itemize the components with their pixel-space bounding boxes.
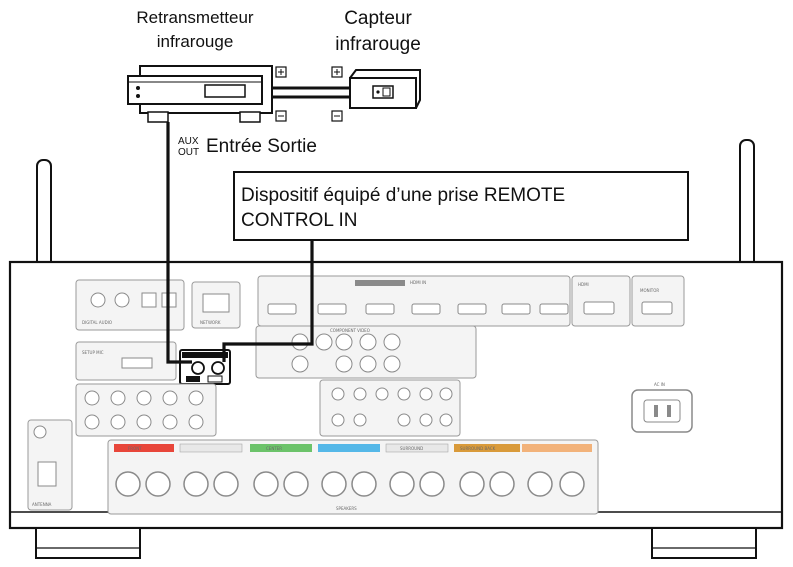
speaker-terminals: FRONT CENTER SURROUND SURROUND BACK SPEA… xyxy=(107,439,599,515)
sensor-cable xyxy=(272,86,350,99)
setup-mic-text: SETUP MIC xyxy=(82,350,104,355)
aux-text: AUX xyxy=(178,136,199,147)
retransmitter-line1: Retransmetteur xyxy=(136,8,254,27)
component-block: COMPONENT VIDEO xyxy=(255,325,477,379)
monitor-text: MONITOR xyxy=(640,288,659,293)
antenna-text: ANTENNA xyxy=(32,502,52,507)
device-line1: Dispositif équipé d’une prise REMOTE xyxy=(241,185,566,206)
hdmi-in-text: HDMI IN xyxy=(410,280,426,285)
audio-jack-grid xyxy=(75,383,217,437)
out-text: OUT xyxy=(178,147,200,158)
component-text: COMPONENT VIDEO xyxy=(330,328,370,333)
center-text: CENTER xyxy=(266,446,282,451)
digital-audio-text: DIGITAL AUDIO xyxy=(82,320,112,325)
preout-grid xyxy=(319,379,461,437)
connection-cables xyxy=(166,122,314,364)
sensor-line1: Capteur xyxy=(344,8,412,29)
ir-sensor xyxy=(331,66,421,122)
ir-sensor-label: Capteur infrarouge xyxy=(318,6,438,58)
ir-retransmitter-label: Retransmetteur infrarouge xyxy=(110,6,280,54)
retransmitter-line2: infrarouge xyxy=(156,32,234,51)
front-text: FRONT xyxy=(128,446,142,451)
hdmi-block: HDMI IN HDMI MONITOR xyxy=(257,275,685,327)
speakers-text: SPEAKERS xyxy=(336,506,357,511)
surround-text: SURROUND xyxy=(400,446,423,451)
surround-back-text: SURROUND BACK xyxy=(460,446,496,451)
setup-block: SETUP MIC xyxy=(75,341,177,381)
ir-retransmitter xyxy=(127,65,287,123)
ac-in-text: AC IN xyxy=(654,382,665,387)
sensor-line2: infrarouge xyxy=(335,34,421,55)
remote-control-jacks xyxy=(179,349,231,385)
aux-out-label: AUX OUT xyxy=(178,136,199,158)
digital-audio-block: DIGITAL AUDIO NETWORK xyxy=(75,279,241,331)
input-output-label: Entrée Sortie xyxy=(206,136,317,157)
hdmi-out-text: HDMI xyxy=(578,282,589,287)
device-line2: CONTROL IN xyxy=(241,210,358,231)
network-text: NETWORK xyxy=(200,320,221,325)
device-callout: Dispositif équipé d’une prise REMOTE CON… xyxy=(233,171,689,241)
av-receiver: DIGITAL AUDIO NETWORK HDMI IN HDMI MONIT… xyxy=(8,260,784,559)
ac-inlet: AC IN xyxy=(631,382,693,433)
antenna-block: ANTENNA xyxy=(27,419,73,511)
